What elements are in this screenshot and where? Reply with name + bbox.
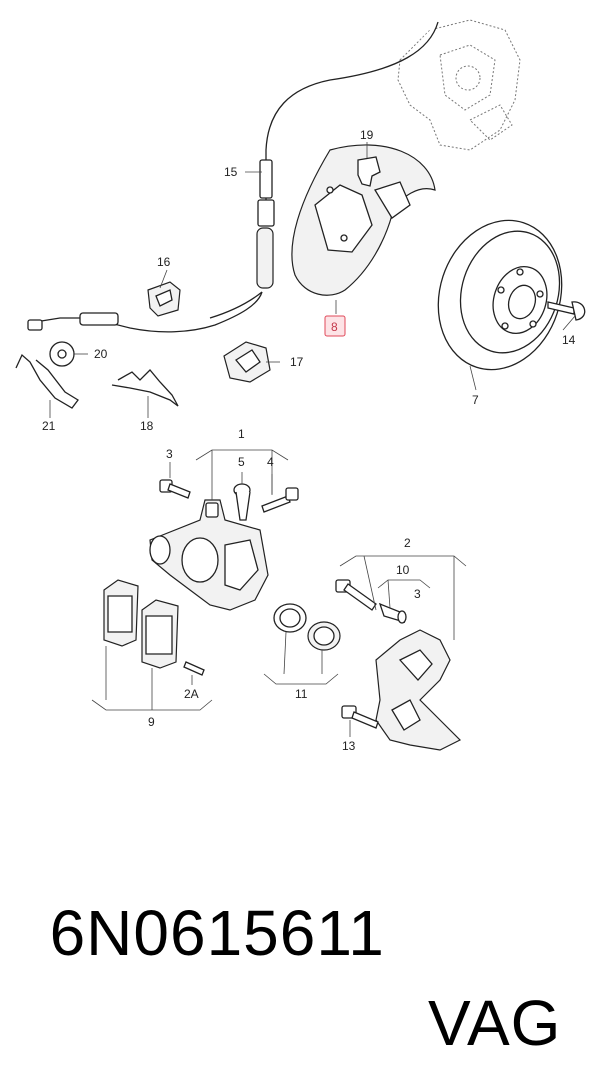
label-15: 15 [224, 165, 238, 179]
grommet [49, 341, 75, 367]
spring-clip [357, 156, 381, 187]
label-18: 18 [140, 419, 154, 433]
part-number: 6N0615611 [49, 897, 385, 969]
label-14: 14 [562, 333, 576, 347]
seal-kit [273, 603, 341, 651]
label-4: 4 [267, 455, 274, 469]
bleed-screw [159, 479, 191, 499]
leader-lines [49, 142, 576, 737]
label-1: 1 [238, 427, 245, 441]
brake-pad-set [103, 579, 205, 676]
cable-bracket [223, 341, 271, 383]
brake-cable [27, 21, 439, 333]
label-19: 19 [360, 128, 374, 142]
part-caption: 6N0615611 VAG [12, 798, 592, 1059]
label-7: 7 [472, 393, 479, 407]
splash-plate [291, 144, 436, 296]
guide-sleeve [378, 602, 407, 624]
parts-diagram: 15 16 19 8 7 14 17 20 21 18 1 3 5 4 2 10… [15, 19, 586, 753]
label-21: 21 [42, 419, 56, 433]
cable-holder [147, 281, 181, 317]
label-11: 11 [295, 687, 308, 701]
label-5: 5 [238, 455, 245, 469]
label-13: 13 [342, 739, 356, 753]
carrier-bolt-13 [341, 705, 379, 729]
label-8: 8 [331, 320, 338, 334]
guide-bolt [261, 487, 299, 513]
steering-knuckle-outline [397, 19, 521, 151]
caliper-carrier [375, 629, 462, 751]
disc-bolt [547, 301, 586, 321]
label-20: 20 [94, 347, 108, 361]
retaining-spring-2 [111, 369, 179, 407]
label-2: 2 [404, 536, 411, 550]
label-9: 9 [148, 715, 155, 729]
label-3-left: 3 [166, 447, 173, 461]
label-10: 10 [396, 563, 410, 577]
dust-cap [233, 483, 251, 521]
brake-caliper [149, 499, 269, 611]
label-17: 17 [290, 355, 304, 369]
part-labels: 15 16 19 8 7 14 17 20 21 18 1 3 5 4 2 10… [42, 128, 576, 753]
label-16: 16 [157, 255, 171, 269]
label-2A: 2A [184, 687, 199, 701]
label-3-right: 3 [414, 587, 421, 601]
carrier-bolt [335, 579, 377, 611]
brake-disc [437, 219, 563, 371]
retaining-spring [15, 353, 79, 409]
highlight-box [324, 315, 346, 337]
brand-name: VAG [428, 987, 562, 1059]
